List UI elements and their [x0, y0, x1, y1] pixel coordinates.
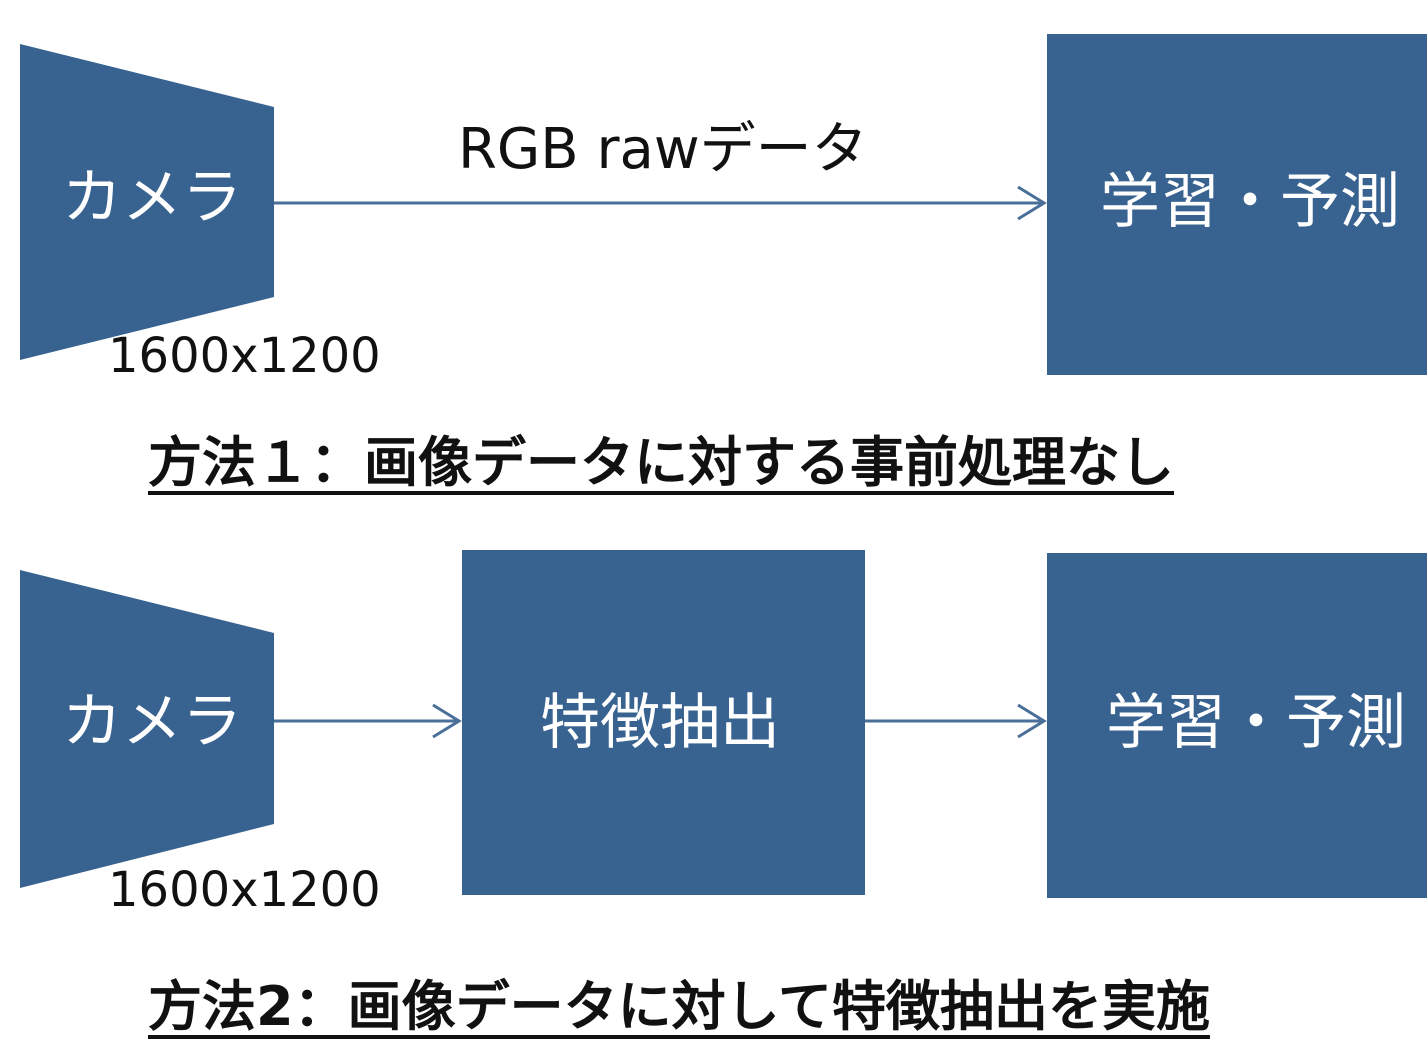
method2-caption: 方法2：画像データに対して特徴抽出を実施: [148, 975, 1210, 1038]
learn-predict-label-1: 学習・予測: [1100, 167, 1400, 237]
camera-shape-1: [20, 44, 274, 360]
camera-label-1: カメラ: [62, 163, 242, 233]
learn-predict-box-1: [1047, 34, 1427, 375]
resolution-label-2: 1600x1200: [108, 862, 381, 918]
arrow-head-to-feature: [432, 703, 462, 739]
feature-extract-label: 特徴抽出: [540, 688, 780, 758]
raw-data-edge-label: RGB rawデータ: [458, 117, 868, 182]
resolution-label-1: 1600x1200: [108, 328, 381, 384]
feature-extract-box: [462, 550, 865, 895]
arrow-head-raw: [1017, 185, 1047, 221]
camera-label-2: カメラ: [62, 687, 242, 757]
method1-caption: 方法１：画像データに対する事前処理なし: [148, 431, 1174, 494]
learn-predict-label-2: 学習・予測: [1106, 688, 1406, 758]
arrow-head-to-learn: [1017, 703, 1047, 739]
camera-shape-2: [20, 570, 274, 888]
learn-predict-box-2: [1047, 553, 1427, 898]
